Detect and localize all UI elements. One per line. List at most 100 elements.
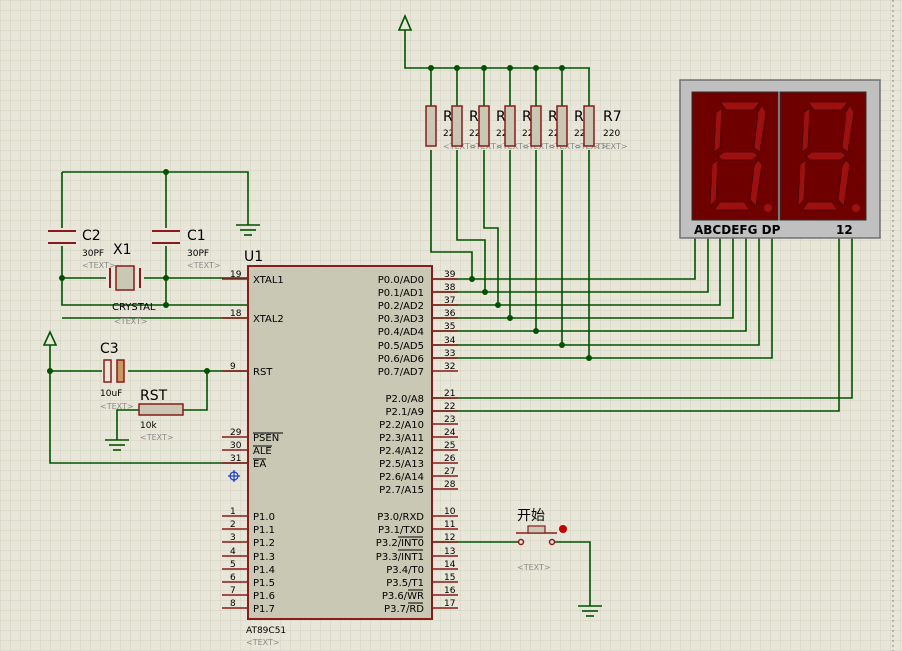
mcu-pin-label: P3.5/T1: [386, 578, 424, 589]
c2-value: 30PF: [82, 249, 104, 259]
mcu-pin-label: P1.3: [253, 552, 275, 563]
mcu-pin-number: 6: [230, 573, 236, 583]
capacitor-c2[interactable]: C2 30PF <TEXT>: [48, 228, 116, 270]
mcu-pin-number: 2: [230, 520, 236, 530]
rst-ref: RST: [140, 388, 168, 404]
mcu-pin-number: 8: [230, 599, 236, 609]
mcu-pin-label: P3.2/INT0: [376, 538, 424, 549]
c1-ref: C1: [187, 228, 206, 244]
mcu-pin-label: P0.5/AD5: [378, 341, 424, 352]
mcu-pin-label: P0.7/AD7: [378, 367, 424, 378]
origin-marker: [228, 470, 240, 482]
resistor-ref-partial: R: [522, 109, 532, 125]
resistor-ref-partial: R: [574, 109, 584, 125]
mcu-pin-label: P2.5/A13: [379, 459, 424, 470]
c2-text: <TEXT>: [82, 261, 116, 270]
mcu-pin-number: 16: [444, 586, 456, 596]
mcu-pin-label: P0.6/AD6: [378, 354, 424, 365]
rst-text: <TEXT>: [140, 433, 174, 442]
r7-value: 220: [603, 129, 620, 139]
mcu-pin-number: 5: [230, 560, 236, 570]
mcu-text: <TEXT>: [246, 638, 280, 647]
mcu-pin-label: P3.1/TXD: [378, 525, 424, 536]
r7-text: <TEXT>: [594, 142, 628, 151]
rst-value: 10k: [140, 421, 157, 431]
r7-ref: R7: [603, 109, 622, 125]
mcu-pin-number: 34: [444, 336, 456, 346]
mcu-pin-label: RST: [253, 367, 273, 378]
mcu-pin-number: 29: [230, 428, 242, 438]
mcu-pin-number: 1: [230, 507, 236, 517]
mcu-pin-number: 31: [230, 454, 241, 464]
mcu-pin-number: 4: [230, 547, 236, 557]
mcu-pin-number: 19: [230, 270, 242, 280]
resistor-value-partial: 22: [522, 129, 533, 139]
resistor-r7-labels: R7 220 <TEXT>: [594, 109, 628, 151]
mcu-pin-label: XTAL1: [253, 275, 284, 286]
mcu-pin-label: P3.3/INT1: [376, 552, 424, 563]
x1-text: <TEXT>: [114, 317, 148, 326]
mcu-pin-label: P1.6: [253, 591, 275, 602]
mcu-pin-number: 18: [230, 309, 242, 319]
mcu-pin-label: P0.1/AD1: [378, 288, 424, 299]
start-button[interactable]: 开始 <TEXT>: [516, 508, 567, 572]
mcu-pin-label: P1.0: [253, 512, 275, 523]
mcu-pin-number: 30: [230, 441, 242, 451]
vcc-terminal-top: [397, 13, 413, 31]
c2-ref: C2: [82, 228, 101, 244]
ground-icon-button: [578, 605, 602, 617]
mcu-pin-label: P2.2/A10: [379, 420, 424, 431]
mcu-pin-label: P1.4: [253, 565, 275, 576]
display-digits: [709, 101, 860, 212]
mcu-pin-number: 14: [444, 560, 456, 570]
mcu-pin-label: P3.6/WR: [382, 591, 424, 602]
mcu-pin-number: 12: [444, 533, 455, 543]
ground-icon-crystal: [236, 218, 260, 236]
display-digit-label: 12: [836, 223, 853, 237]
mcu-pin-number: 39: [444, 270, 456, 280]
c1-text: <TEXT>: [187, 261, 221, 270]
resistor-rst[interactable]: RST 10k <TEXT>: [138, 388, 184, 442]
mcu-pin-number: 7: [230, 586, 236, 596]
mcu-pin-number: 37: [444, 296, 455, 306]
resistor-value-partial: 22: [548, 129, 559, 139]
mcu-pin-number: 24: [444, 428, 456, 438]
mcu-pin-label: P1.1: [253, 525, 275, 536]
mcu-pin-number: 32: [444, 362, 455, 372]
mcu-pin-number: 33: [444, 349, 455, 359]
display-digit: [709, 101, 772, 212]
resistor[interactable]: [583, 105, 595, 147]
mcu-pin-number: 28: [444, 480, 456, 490]
mcu-pin-label: P2.0/A8: [385, 394, 424, 405]
mcu-pin-number: 27: [444, 467, 455, 477]
capacitor-c3[interactable]: C3 10uF <TEXT>: [100, 341, 134, 411]
crystal-x1[interactable]: X1 CRYSTAL <TEXT>: [106, 242, 156, 326]
button-text: <TEXT>: [517, 563, 551, 572]
mcu-pin-label: P2.3/A11: [379, 433, 424, 444]
ground-icon-reset: [105, 439, 129, 451]
mcu-pin-label: P2.6/A14: [379, 472, 424, 483]
capacitor-c1[interactable]: C1 30PF <TEXT>: [152, 228, 221, 270]
mcu-ref: U1: [244, 249, 263, 265]
mcu-pin-label: P0.2/AD2: [378, 301, 424, 312]
mcu-pin-label: P2.7/A15: [379, 485, 424, 496]
mcu-pin-number: 3: [230, 533, 236, 543]
mcu-pin-number: 13: [444, 547, 455, 557]
mcu-pin-label: XTAL2: [253, 314, 284, 325]
mcu-pin-label: P2.4/A12: [379, 446, 424, 457]
mcu-pin-number: 22: [444, 402, 455, 412]
mcu-right-pins: 39P0.0/AD038P0.1/AD137P0.2/AD236P0.3/AD3…: [376, 270, 458, 615]
mcu-pin-label: P0.4/AD4: [378, 327, 424, 338]
mcu-pin-number: 11: [444, 520, 455, 530]
mcu-pin-number: 36: [444, 309, 456, 319]
c3-text: <TEXT>: [100, 402, 134, 411]
mcu-pin-number: 9: [230, 362, 236, 372]
seven-segment-display[interactable]: ABCDEFG DP 12: [679, 79, 881, 239]
resistor-value-partial: 22: [469, 129, 480, 139]
mcu-pin-number: 21: [444, 389, 455, 399]
mcu-pin-label: P3.4/T0: [386, 565, 424, 576]
c3-value: 10uF: [100, 389, 122, 399]
mcu-pin-label: PSEN: [253, 433, 279, 444]
mcu-pin-label: P2.1/A9: [385, 407, 424, 418]
